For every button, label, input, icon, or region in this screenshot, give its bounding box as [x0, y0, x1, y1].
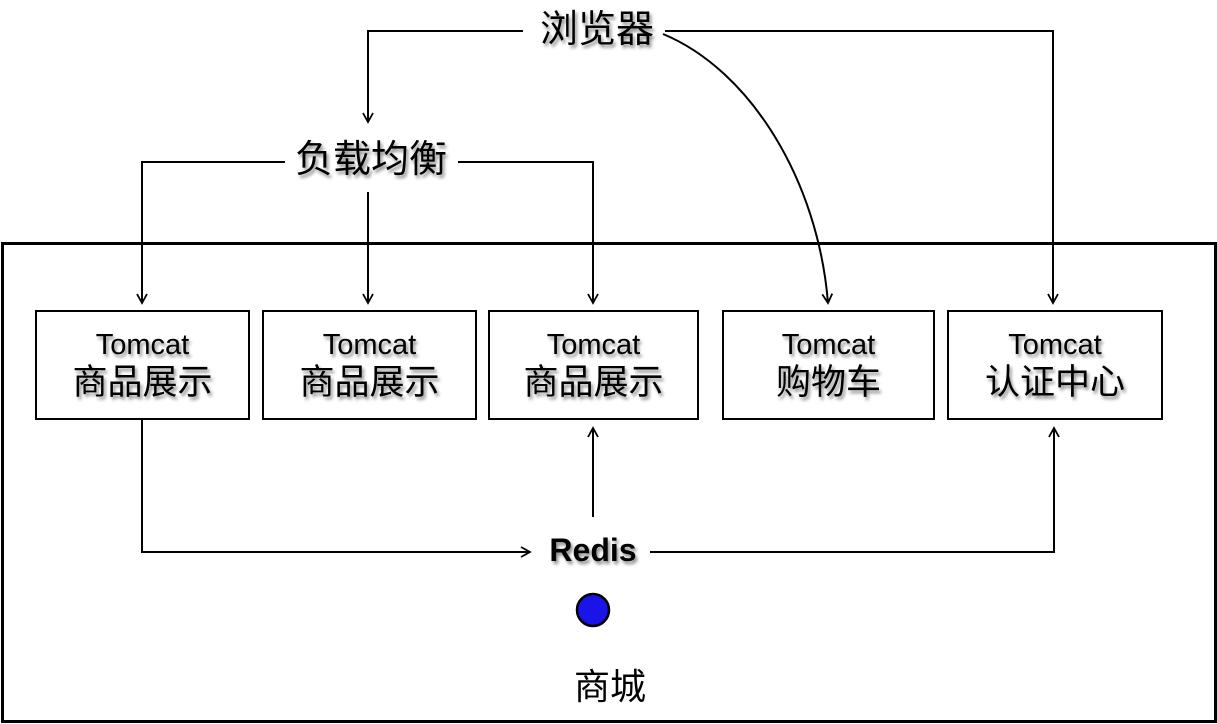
node-tomcat-product-display-1: Tomcat 商品展示 — [35, 310, 250, 420]
load-balancer-label: 负载均衡 — [294, 139, 447, 181]
node-subtitle: 商品展示 — [72, 362, 213, 402]
node-subtitle: 商品展示 — [523, 362, 664, 402]
edge-redis-to-auth-center — [650, 426, 1060, 553]
node-subtitle: 商品展示 — [299, 362, 440, 402]
edge-loadbalancer-to-product-1 — [136, 161, 285, 305]
edge-browser-to-loadbalancer — [362, 30, 523, 124]
node-tomcat-product-display-2: Tomcat 商品展示 — [262, 310, 477, 420]
mall-container-box — [1, 242, 1217, 723]
edge-loadbalancer-to-product-3 — [458, 161, 599, 305]
redis-node-dot — [575, 592, 611, 628]
browser-label: 浏览器 — [539, 9, 654, 51]
node-tomcat-shopping-cart: Tomcat 购物车 — [722, 310, 935, 420]
node-title: Tomcat — [95, 328, 190, 361]
edge-browser-to-cart — [662, 33, 834, 305]
node-title: Tomcat — [322, 328, 417, 361]
node-tomcat-auth-center: Tomcat 认证中心 — [947, 310, 1163, 420]
edge-browser-to-auth-center — [665, 30, 1059, 305]
node-tomcat-product-display-3: Tomcat 商品展示 — [488, 310, 699, 420]
node-title: Tomcat — [781, 328, 876, 361]
node-subtitle: 认证中心 — [984, 362, 1125, 402]
mall-label: 商城 — [573, 667, 646, 707]
edge-product-1-to-redis — [141, 420, 532, 558]
node-subtitle: 购物车 — [775, 362, 881, 402]
redis-label: Redis — [549, 532, 637, 568]
node-title: Tomcat — [546, 328, 641, 361]
node-title: Tomcat — [1008, 328, 1102, 361]
